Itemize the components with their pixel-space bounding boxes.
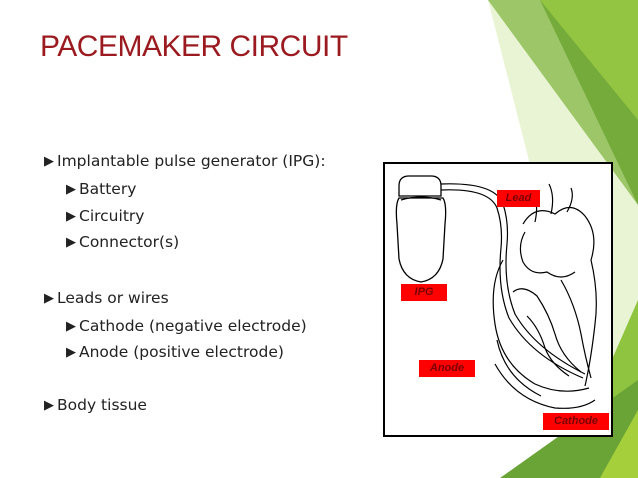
bullet-text: Battery (79, 180, 137, 198)
bullet-text: Cathode (negative electrode) (79, 317, 307, 335)
arrow-right-icon: ▶ (44, 154, 54, 169)
bullet-item: ▶Implantable pulse generator (IPG): (44, 152, 326, 170)
bullet-text: Leads or wires (57, 289, 169, 307)
label-cathode: Cathode (543, 413, 609, 430)
arrow-right-icon: ▶ (44, 291, 54, 306)
pacemaker-diagram: Lead IPG Anode Cathode (383, 162, 613, 437)
label-lead: Lead (497, 190, 540, 207)
arrow-right-icon: ▶ (66, 345, 76, 360)
bullet-text: Body tissue (57, 396, 147, 414)
arrow-right-icon: ▶ (44, 398, 54, 413)
bullet-item: ▶Circuitry (66, 207, 144, 225)
arrow-right-icon: ▶ (66, 209, 76, 224)
heart-icon (492, 183, 597, 409)
bullet-text: Implantable pulse generator (IPG): (57, 152, 326, 170)
arrow-right-icon: ▶ (66, 182, 76, 197)
bullet-text: Connector(s) (79, 233, 180, 251)
arrow-right-icon: ▶ (66, 319, 76, 334)
bullet-text: Circuitry (79, 207, 145, 225)
lead-wire-icon (440, 183, 586, 379)
bullet-item: ▶Connector(s) (66, 233, 179, 251)
arrow-right-icon: ▶ (66, 235, 76, 250)
pacemaker-illustration (395, 175, 597, 409)
bullet-item: ▶Battery (66, 180, 136, 198)
label-anode: Anode (419, 360, 475, 377)
slide-title: PACEMAKER CIRCUIT (40, 30, 348, 63)
bullet-text: Anode (positive electrode) (79, 343, 284, 361)
label-ipg: IPG (401, 284, 447, 301)
bullet-item: ▶Cathode (negative electrode) (66, 317, 307, 335)
ipg-device-icon (395, 175, 447, 283)
bullet-item: ▶Anode (positive electrode) (66, 343, 284, 361)
bullet-item: ▶Body tissue (44, 396, 147, 414)
bullet-item: ▶Leads or wires (44, 289, 169, 307)
